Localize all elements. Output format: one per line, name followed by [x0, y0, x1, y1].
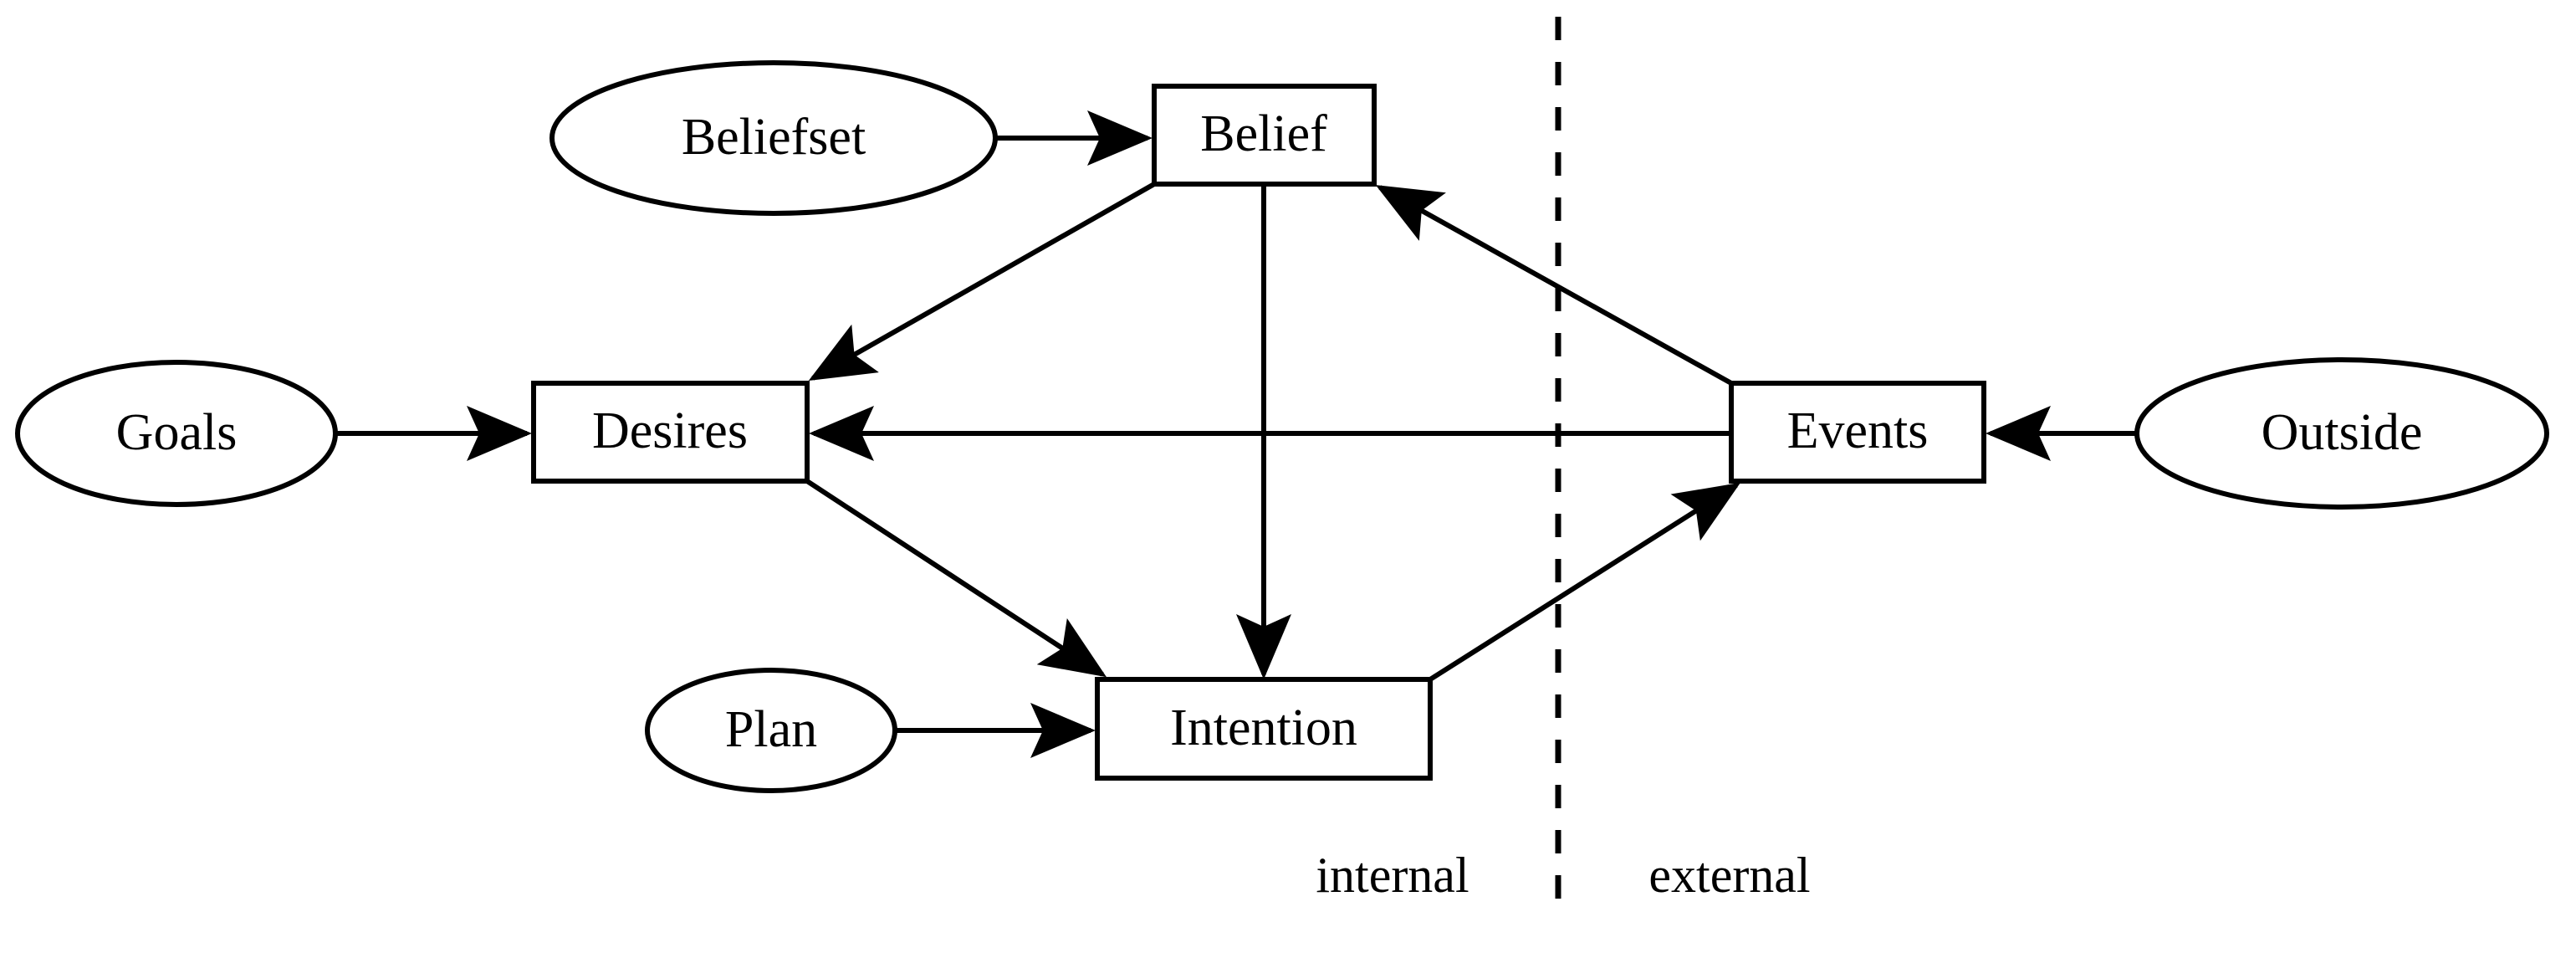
node-intention[interactable]: Intention — [1095, 677, 1433, 781]
beliefset-label: Beliefset — [682, 109, 866, 166]
node-outside[interactable]: Outside — [2134, 357, 2549, 510]
outside-ellipse — [2134, 357, 2549, 510]
outside-label: Outside — [2262, 404, 2423, 461]
intention-box — [1095, 677, 1433, 781]
node-plan[interactable]: Plan — [645, 668, 897, 793]
belief-box — [1152, 84, 1377, 187]
intention-label: Intention — [1170, 699, 1357, 756]
goals-ellipse — [15, 360, 338, 507]
node-belief[interactable]: Belief — [1152, 84, 1377, 187]
node-beliefset[interactable]: Beliefset — [549, 60, 998, 216]
belief-label: Belief — [1200, 105, 1327, 162]
external-region-label: external — [1648, 848, 1810, 903]
edge-desires-to-intention — [805, 479, 1107, 678]
goals-label: Goals — [116, 404, 238, 461]
events-label: Events — [1787, 402, 1929, 459]
node-events[interactable]: Events — [1729, 381, 1986, 484]
edge-intention-to-events — [1429, 482, 1741, 682]
node-desires[interactable]: Desires — [531, 381, 810, 484]
node-goals[interactable]: Goals — [15, 360, 338, 507]
plan-label: Plan — [725, 701, 817, 758]
beliefset-ellipse — [549, 60, 998, 216]
edge-belief-to-desires — [808, 182, 1156, 381]
desires-box — [531, 381, 810, 484]
edge-events-to-belief — [1375, 185, 1733, 386]
plan-ellipse — [645, 668, 897, 793]
events-box — [1729, 381, 1986, 484]
desires-label: Desires — [592, 402, 748, 459]
internal-region-label: internal — [1316, 848, 1469, 903]
